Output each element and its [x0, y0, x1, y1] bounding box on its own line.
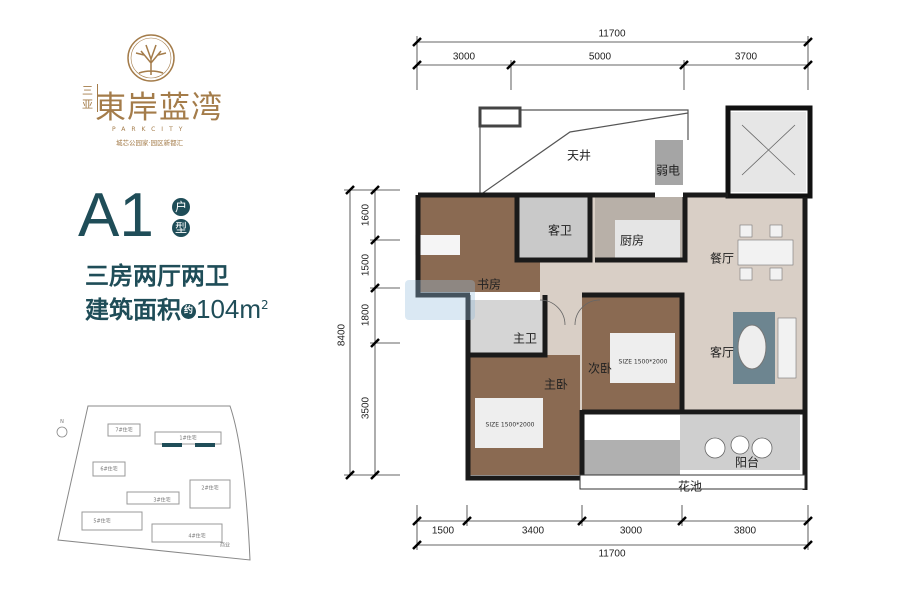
room-study: 书房 [476, 277, 502, 292]
dim-left-total: 8400 [336, 323, 348, 347]
site-plan: N 7#住宅 1#住宅 6#住宅 2#住宅 3#住宅 5#住宅 4#住宅 商业 [40, 390, 270, 570]
building-label: 5#住宅 [93, 518, 111, 525]
room-master-bath: 主卫 [512, 331, 538, 346]
building-label: 7#住宅 [115, 427, 133, 434]
building-label: 3#住宅 [153, 497, 171, 504]
area-value: 104m [196, 294, 262, 324]
building-label: 商业 [219, 542, 231, 549]
room-second-bedroom: 次卧 [587, 361, 613, 376]
room-master-bedroom: 主卧 [543, 377, 569, 392]
tree-logo-icon [127, 34, 175, 82]
watermark [405, 280, 475, 320]
dim-left: 1600 [360, 203, 372, 227]
logo-brand-name: 東岸蓝湾 [95, 90, 223, 126]
building-label: 4#住宅 [188, 533, 206, 540]
building-label: 6#住宅 [100, 466, 118, 473]
logo-english: PARKCITY [112, 126, 189, 133]
north-label: N [60, 419, 64, 425]
dim-top: 3700 [734, 51, 758, 63]
room-guest-bath: 客卫 [547, 223, 573, 238]
dim-left: 1800 [360, 303, 372, 327]
room-living: 客厅 [709, 345, 735, 360]
bed-size-master: SIZE 1500*2000 [485, 421, 535, 429]
area-approx-badge: 约 [181, 303, 196, 319]
dim-bottom: 1500 [431, 525, 455, 537]
dim-bottom: 3000 [619, 525, 643, 537]
room-courtyard: 天井 [566, 148, 592, 163]
room-kitchen: 厨房 [619, 233, 645, 248]
dim-top: 5000 [588, 51, 612, 63]
unit-summary: 三房两厅两卫 [85, 262, 229, 290]
room-balcony: 阳台 [734, 455, 760, 470]
dim-top-total: 11700 [598, 28, 626, 40]
dim-left: 1500 [360, 253, 372, 277]
logo-city: 三亚 [82, 84, 98, 112]
room-planter: 花池 [677, 479, 703, 494]
area-label: 建筑面积 [85, 296, 181, 324]
building-label: 2#住宅 [201, 485, 219, 492]
dim-bottom-total: 11700 [598, 548, 626, 560]
dim-bottom: 3400 [521, 525, 545, 537]
unit-code: A1 [78, 181, 154, 250]
area-unit-sup: 2 [261, 298, 269, 312]
dim-left: 3500 [360, 396, 372, 420]
room-dining: 餐厅 [709, 251, 735, 266]
dim-top: 3000 [452, 51, 476, 63]
unit-type-badge: 型 [172, 219, 190, 237]
bed-size-second: SIZE 1500*2000 [618, 358, 668, 366]
room-weak-current: 弱电 [655, 163, 681, 178]
unit-type-badge: 户 [172, 198, 190, 216]
dim-bottom: 3800 [733, 525, 757, 537]
building-label: 1#住宅 [179, 435, 197, 442]
logo-slogan: 城芯公园家·园区新都汇 [116, 139, 184, 147]
